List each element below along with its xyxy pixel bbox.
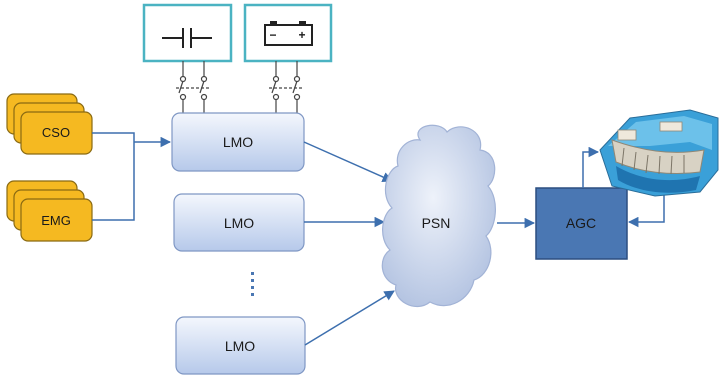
hydro-dam-icon [599,109,719,197]
agc-label: AGC [566,215,596,231]
ellipsis-dots [251,272,254,296]
capacitor-switches [176,61,211,114]
battery-minus-sign: − [269,28,276,42]
lmo-node-3: LMO [175,316,306,375]
agc-controller: AGC [535,187,628,260]
cso-label: CSO [42,125,70,140]
source-connectors [92,132,172,221]
psn-cloud: PSN [381,124,496,308]
lmo-node-2: LMO [173,193,305,252]
capacitor-icon [162,28,212,48]
battery-switches [269,61,304,114]
lmo-to-psn-arrows [303,141,395,346]
battery-box: − + [243,3,333,63]
lmo-node-1: LMO [171,112,305,172]
lmo-label-3: LMO [225,338,255,354]
psn-label: PSN [422,215,451,231]
emg-label: EMG [41,213,71,228]
source-stack-emg: EMG [6,180,93,242]
lmo-label-2: LMO [224,215,254,231]
capacitor-box [142,3,233,63]
battery-icon: − + [264,21,313,46]
battery-plus-sign: + [298,28,305,42]
agc-plant-links [582,146,665,228]
lmo-label-1: LMO [223,134,253,150]
source-stack-cso: CSO [6,93,93,155]
